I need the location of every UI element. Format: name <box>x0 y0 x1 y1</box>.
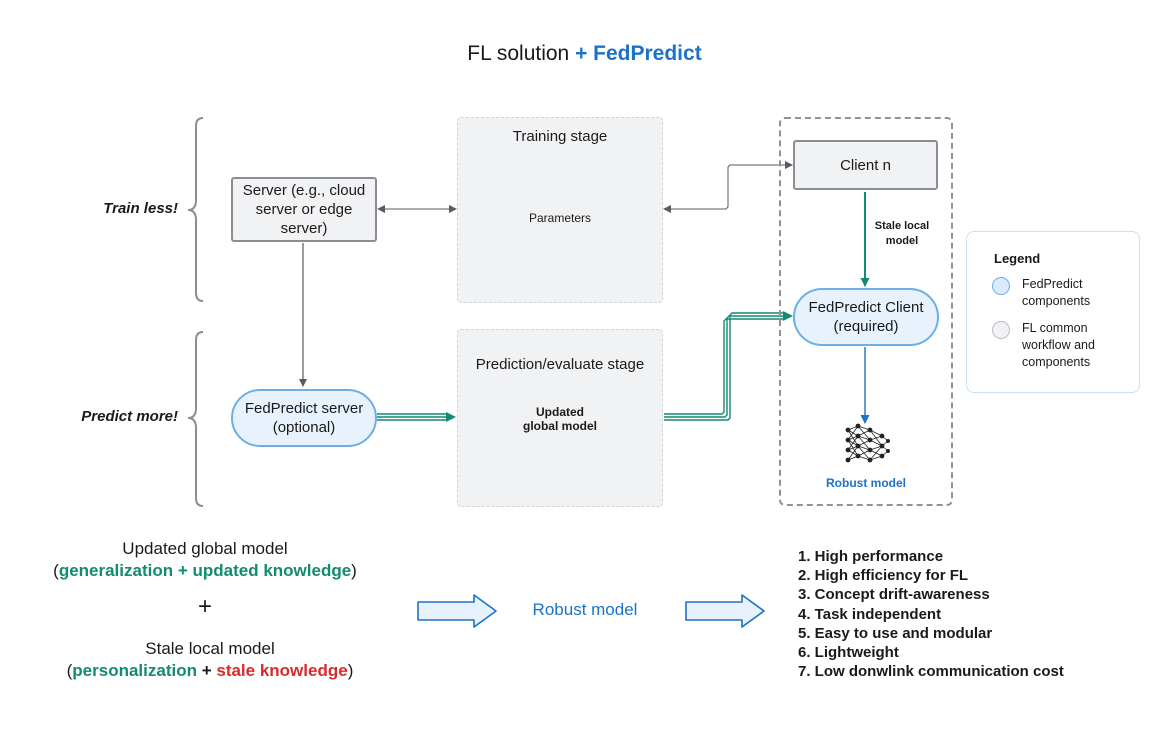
big-arrow-left <box>417 594 497 628</box>
stale-local-model-block: Stale local model (personalization + sta… <box>20 638 400 682</box>
updated-global-model-line1: Updated <box>536 405 584 419</box>
neural-network-nodes <box>845 423 890 463</box>
title-accent: + FedPredict <box>575 42 702 65</box>
benefit-item: 1. High performance <box>798 548 944 565</box>
paren-open: ( <box>53 561 59 580</box>
client-training-arrow <box>663 161 793 213</box>
paren-open-2: ( <box>66 661 73 680</box>
fedpredict-client-line2: (required) <box>833 318 899 335</box>
legend-fl-line3: components <box>1022 355 1091 369</box>
legend-fedpredict-line2: components <box>1022 294 1091 308</box>
stale-label-line1: Stale local <box>874 220 930 232</box>
generalization-text: generalization + updated knowledge <box>58 561 352 580</box>
neural-network-icon <box>847 425 889 461</box>
updated-global-model-block: Updated global model (generalization + u… <box>20 538 390 582</box>
benefit-item: 5. Easy to use and modular <box>798 624 993 642</box>
stale-local-model-edge-label: Stale local model <box>866 219 938 249</box>
legend-fedpredict-label: FedPredict components <box>1022 276 1090 310</box>
legend-fl-line2: workflow and <box>1022 338 1095 352</box>
server-node: Server (e.g., cloud server or edge serve… <box>231 177 377 242</box>
fedpredict-client-node: FedPredict Client (required) <box>793 288 939 346</box>
client-n-node: Client n <box>793 140 938 190</box>
robust-model-summary-label: Robust model <box>532 600 638 619</box>
updated-global-model-title: Updated global model <box>122 539 288 558</box>
updated-global-model-label: Updated global model <box>458 405 662 433</box>
legend-fl-line1: FL common <box>1022 321 1088 335</box>
fedpredict-server-line2: (optional) <box>272 419 336 436</box>
updated-global-model-line2: global model <box>522 419 597 433</box>
benefit-item: 7. Low donwlink communication cost <box>798 663 1064 681</box>
train-less-label: Train less! <box>103 200 178 217</box>
personalization-text: personalization <box>72 661 197 680</box>
legend-fl-common-swatch <box>992 321 1010 339</box>
stale-local-model-title: Stale local model <box>145 639 275 658</box>
train-brace <box>187 117 204 302</box>
legend-fedpredict-swatch <box>992 277 1010 295</box>
predict-brace <box>187 331 204 507</box>
benefit-item: 4. Task independent <box>798 605 942 623</box>
legend-fl-common-label: FL common workflow and components <box>1022 320 1095 371</box>
benefit-item: 6. Lightweight <box>798 644 899 662</box>
legend-title: Legend <box>994 251 1041 266</box>
prediction-stage-title: Prediction/evaluate stage <box>475 356 645 373</box>
benefits-list: 1. High performance 2. High efficiency f… <box>798 547 1064 681</box>
robust-model-output-label: Robust model <box>826 476 906 490</box>
stale-plus-text: + <box>196 661 217 680</box>
legend-fedpredict-line1: FedPredict <box>1022 277 1083 291</box>
predict-more-label: Predict more! <box>81 408 178 425</box>
paren-close: ) <box>351 561 357 580</box>
benefit-item: 2. High efficiency for FL <box>798 567 969 585</box>
stale-label-line2: model <box>885 235 919 247</box>
title-main: FL solution <box>467 42 576 65</box>
prediction-stage: Prediction/evaluate stage Updated global… <box>457 329 663 507</box>
fedpredict-server-line1: FedPredict server <box>244 400 364 417</box>
legend-panel: Legend FedPredict components FL common w… <box>966 231 1140 393</box>
plus-sign: + <box>197 593 212 620</box>
paren-close-2: ) <box>347 661 354 680</box>
fedpredict-client-line1: FedPredict Client <box>808 299 924 316</box>
big-arrow-right <box>685 594 765 628</box>
training-stage: Training stage Parameters <box>457 117 663 303</box>
diagram-title: FL solution + FedPredict <box>0 42 1169 66</box>
parameters-label: Parameters <box>528 211 592 225</box>
updated-global-model-desc: (generalization + updated knowledge) <box>20 560 390 582</box>
benefit-item: 3. Concept drift-awareness <box>798 586 990 604</box>
client-container <box>779 117 953 506</box>
training-stage-title: Training stage <box>512 128 608 145</box>
stale-knowledge-text: stale knowledge <box>216 661 348 680</box>
stale-local-model-desc: (personalization + stale knowledge) <box>20 660 400 682</box>
prediction-to-fp-client-arrow <box>664 312 784 421</box>
fedpredict-server-node: FedPredict server (optional) <box>231 389 377 447</box>
fp-server-to-prediction-arrow <box>377 413 448 421</box>
